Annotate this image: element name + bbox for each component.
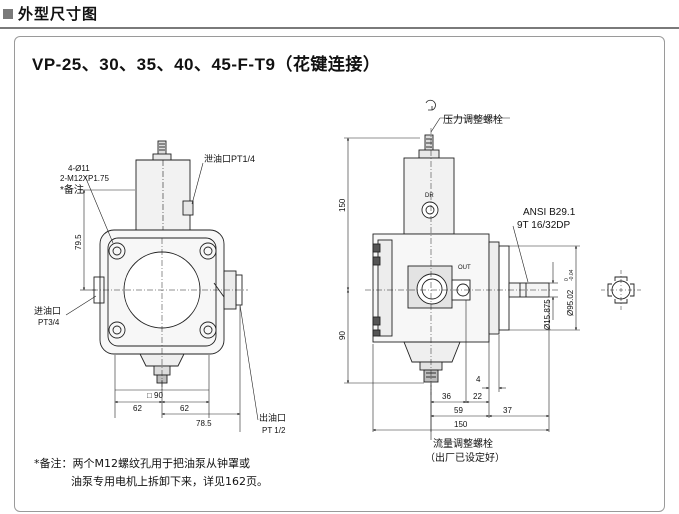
- spline-end-view: [601, 270, 641, 310]
- footnote-line-1: *备注：两个M12螺纹孔用于把油泵从钟罩或: [34, 457, 250, 470]
- dim-pilot-diameter: Ø15.875: [543, 299, 552, 330]
- shaft-spline-label: 9T 16/32DP: [517, 220, 571, 231]
- dim-shaft-tol-upper: 0: [564, 278, 570, 281]
- shaft-standard-label: ANSI B29.1: [523, 207, 576, 218]
- drain-port-label: 泄油口PT1/4: [204, 153, 255, 164]
- drain-mark: DR: [425, 193, 434, 199]
- dim-59: 59: [454, 406, 463, 415]
- dim-shaft-tol-lower: -0.04: [569, 269, 575, 281]
- dim-left-62: 62: [133, 404, 142, 413]
- dim-total-150: 150: [454, 420, 468, 429]
- dim-upper-150: 150: [338, 198, 347, 212]
- inlet-port-size: PT3/4: [38, 318, 60, 327]
- dim-4: 4: [476, 375, 481, 384]
- header-rule: [0, 27, 679, 29]
- note-mark: *备注: [60, 183, 84, 196]
- dim-22: 22: [473, 392, 482, 401]
- adjust-screw-symbol-icon: [425, 99, 436, 111]
- pressure-screw-label: 压力调整螺栓: [443, 113, 503, 126]
- flow-screw-note: （出厂已设定好）: [425, 451, 505, 464]
- side-dimensions: [344, 117, 580, 440]
- outlet-port-label: 出油口: [259, 412, 286, 423]
- footnote-line-2: 油泵专用电机上拆卸下来，详见162页。: [71, 475, 268, 488]
- front-dimensions: [65, 162, 259, 432]
- section-title: 外型尺寸图: [18, 5, 99, 23]
- outlet-mark: OUT: [458, 265, 471, 271]
- thread-spec-label: 2-M12XP1.75: [60, 174, 109, 183]
- model-title: VP-25、30、35、40、45-F-T9（花键连接）: [32, 55, 381, 74]
- dim-37: 37: [503, 406, 512, 415]
- dim-outlet-78-5: 78.5: [196, 419, 212, 428]
- dim-36: 36: [442, 392, 451, 401]
- dim-shaft-diameter: Ø95.02: [566, 289, 575, 316]
- front-view: [92, 140, 248, 395]
- header-square-icon: [3, 9, 13, 19]
- dim-lower-90: 90: [338, 331, 347, 340]
- section-header: 外型尺寸图: [0, 0, 679, 29]
- drawing-panel: [14, 36, 665, 512]
- flow-screw-label: 流量调整螺栓: [433, 437, 493, 450]
- dim-height-79-5: 79.5: [74, 234, 83, 250]
- inlet-port-label: 进油口: [34, 305, 61, 316]
- dim-base-90: □ 90: [147, 391, 164, 400]
- dim-right-62: 62: [180, 404, 189, 413]
- side-view: [365, 128, 560, 395]
- hole-spec-label: 4-Ø11: [68, 164, 90, 173]
- outlet-port-size: PT 1/2: [262, 426, 286, 435]
